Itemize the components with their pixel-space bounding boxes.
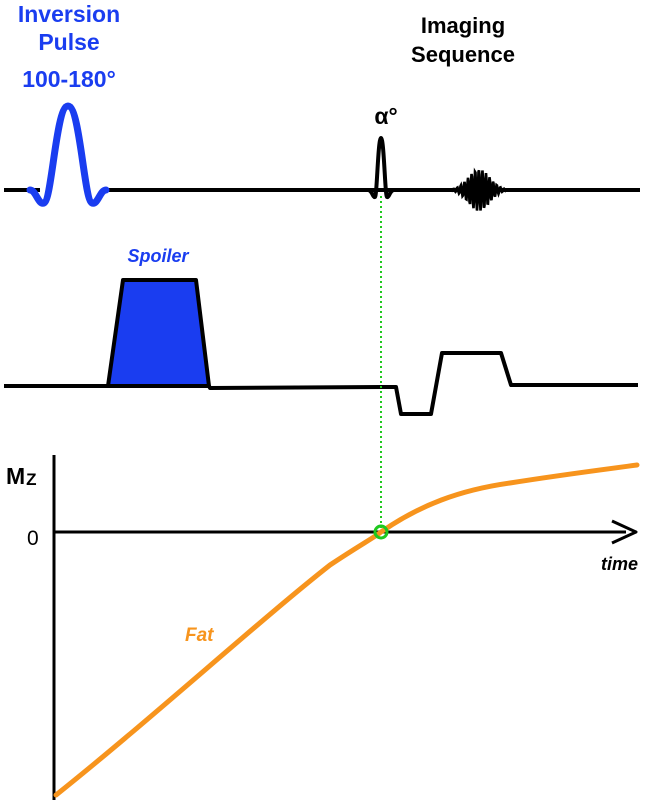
zero-tick-label: 0 — [27, 527, 39, 550]
readout-echo-signal — [442, 167, 516, 211]
spoiler-gradient-lobe — [106, 278, 211, 388]
mz-label: MZ — [6, 463, 37, 489]
mz-label-main: M — [6, 463, 25, 489]
time-axis-arrowhead — [611, 519, 638, 545]
imaging-label-line1: Imaging — [421, 13, 505, 38]
gradient-waveform — [4, 351, 638, 416]
mz-label-subscript: Z — [26, 470, 36, 489]
alpha-pulse-shape — [367, 136, 395, 200]
fat-recovery-curve — [53, 462, 640, 798]
inversion-label-line2: Pulse — [38, 29, 99, 55]
alpha-label: α° — [374, 103, 397, 129]
rf-channel — [4, 102, 640, 211]
mz-plot-axes — [52, 455, 638, 800]
inversion-label-line1: Inversion — [18, 1, 120, 27]
gradient-channel — [4, 278, 638, 416]
time-axis-label: time — [601, 554, 638, 574]
inversion-angle-label: 100-180° — [22, 66, 116, 92]
imaging-label-line2: Sequence — [411, 42, 515, 67]
fat-curve-label: Fat — [185, 625, 214, 646]
spoiler-label: Spoiler — [127, 246, 189, 266]
null-point-marker — [373, 524, 389, 540]
inversion-pulse-shape — [26, 102, 110, 207]
